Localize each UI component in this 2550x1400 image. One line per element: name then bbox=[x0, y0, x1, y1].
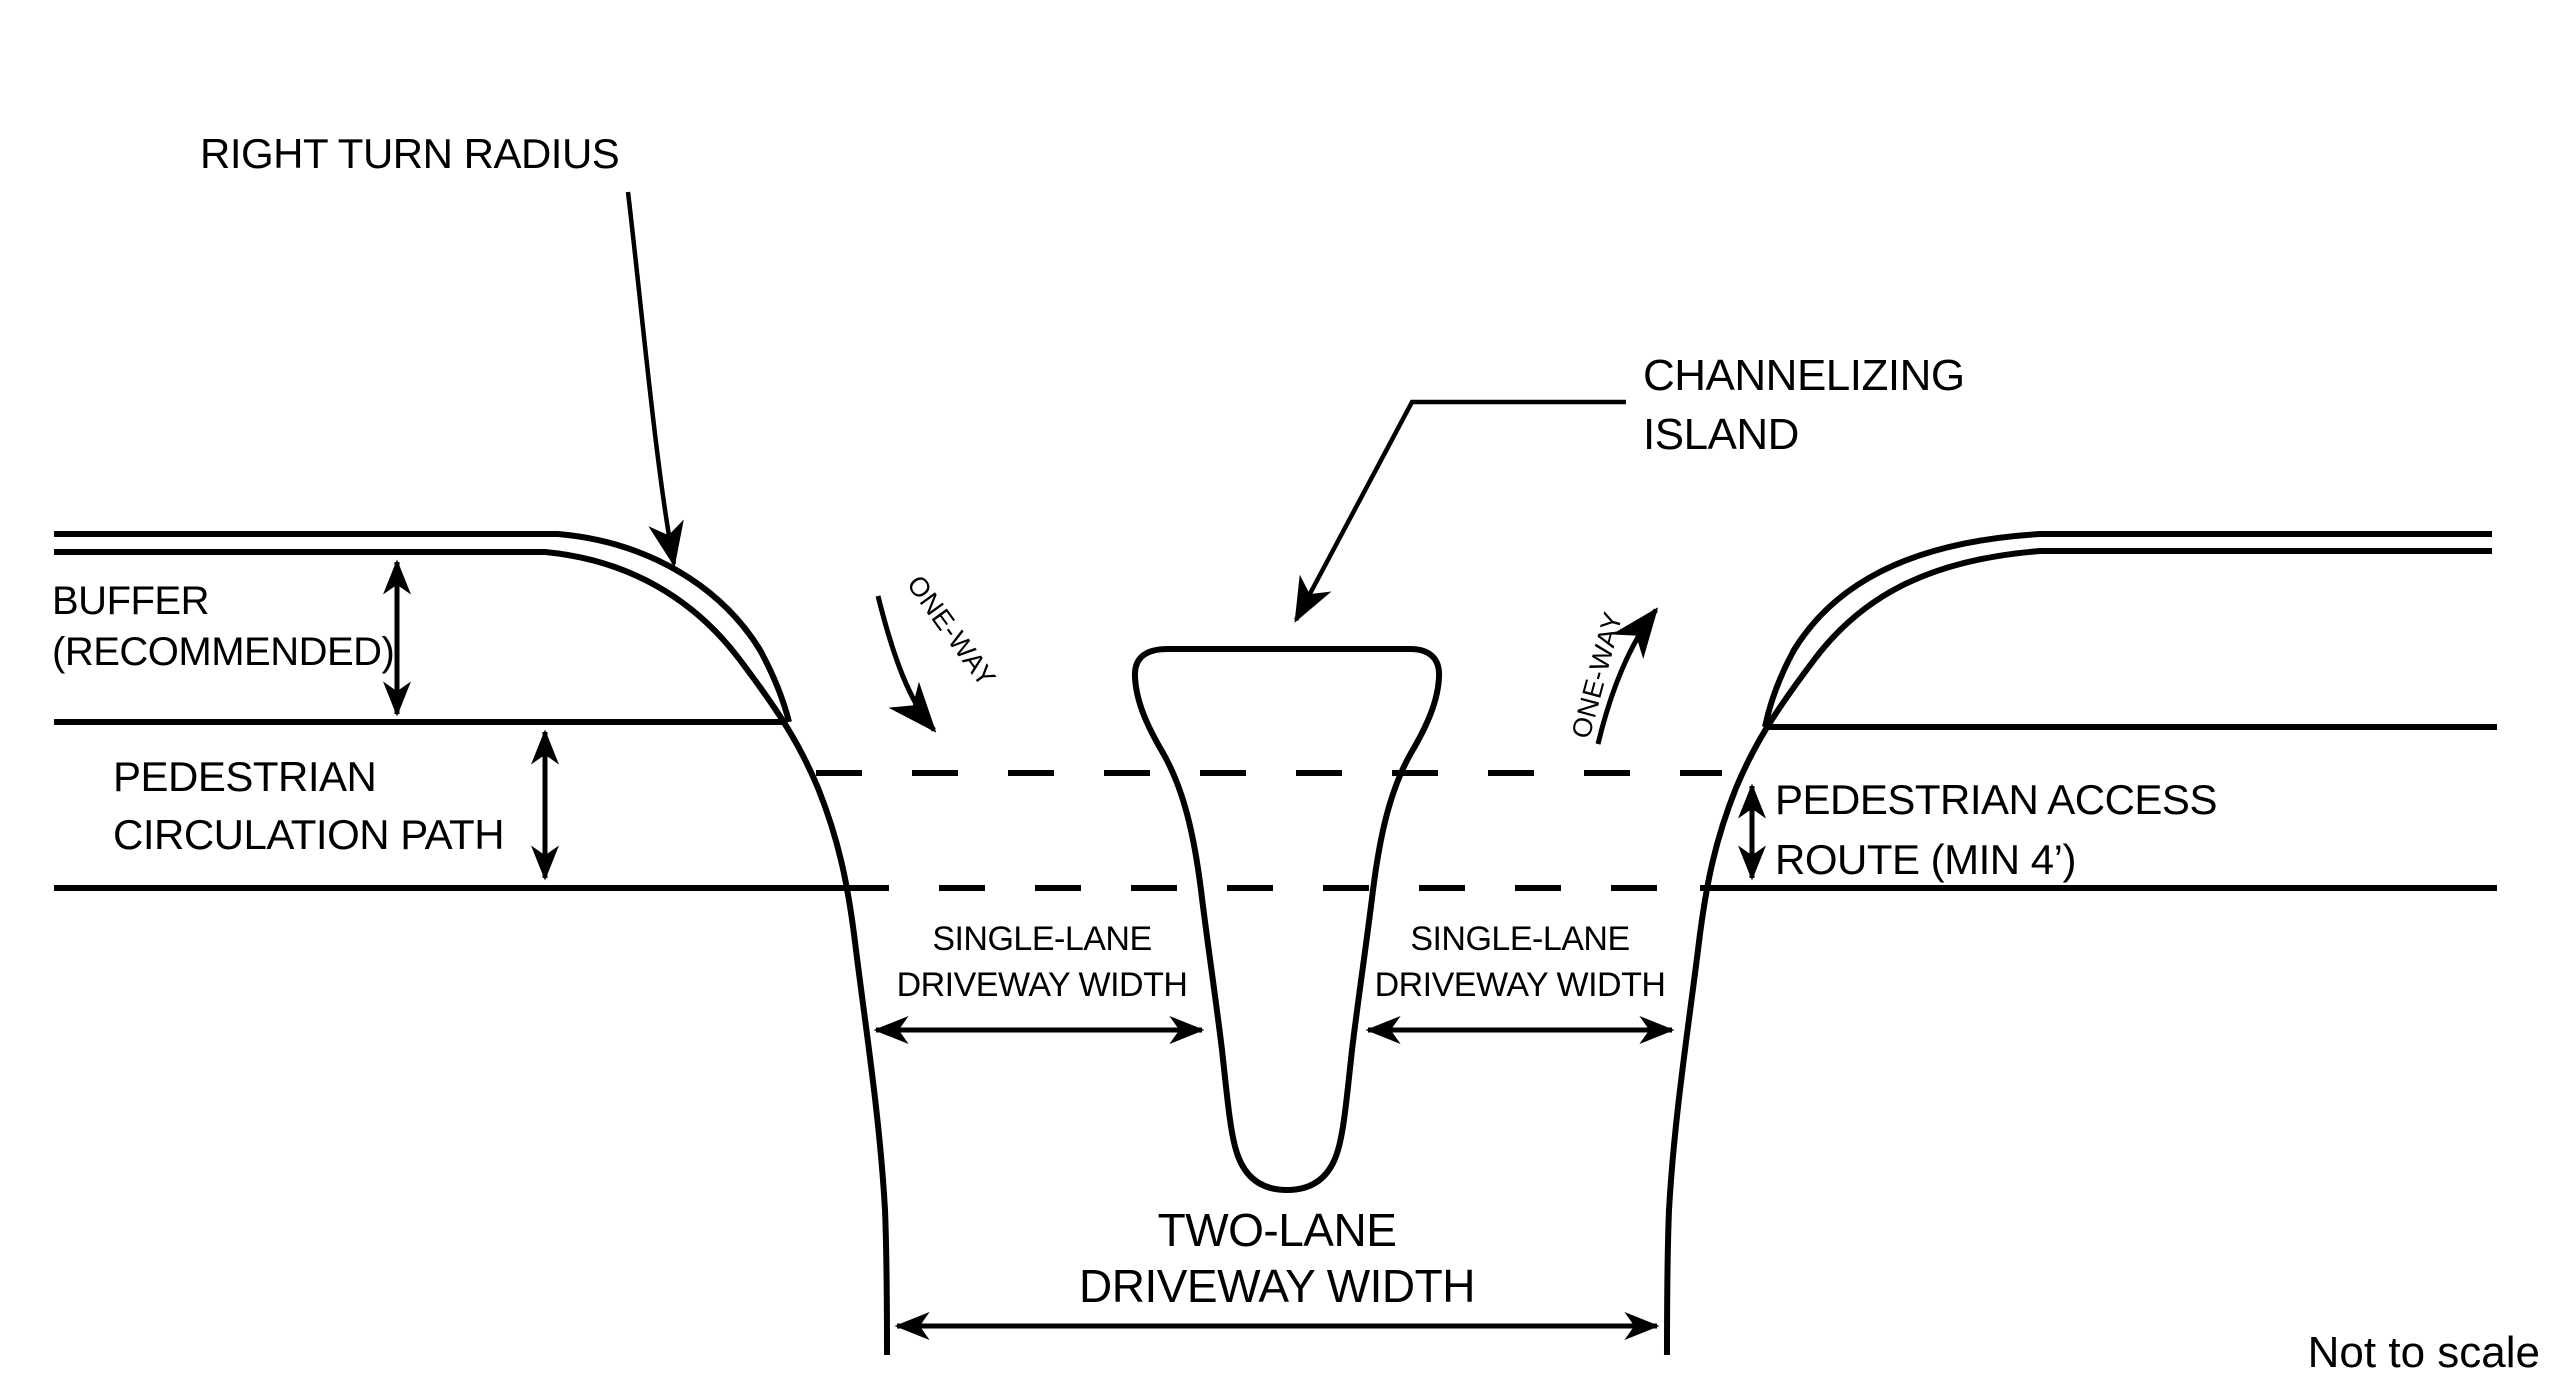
single-lane-right-label-line2: DRIVEWAY WIDTH bbox=[1374, 966, 1666, 1004]
channelizing-island-shape bbox=[1131, 646, 1443, 1194]
left-road-outer-edge bbox=[54, 531, 792, 723]
single-lane-left-label-line1: SINGLE-LANE bbox=[932, 920, 1152, 958]
not-to-scale-note: Not to scale bbox=[2307, 1328, 2540, 1377]
right-driveway-edge bbox=[1664, 548, 2492, 1356]
channelizing-island-label: CHANNELIZING ISLAND bbox=[1643, 346, 1965, 464]
one-way-right-arrow bbox=[1595, 607, 1659, 745]
single-lane-right-label-line1: SINGLE-LANE bbox=[1410, 920, 1630, 958]
one-way-left-label: ONE-WAY bbox=[901, 570, 1001, 692]
right-turn-radius-label: RIGHT TURN RADIUS bbox=[200, 130, 620, 177]
two-lane-label-line2: DRIVEWAY WIDTH bbox=[1079, 1260, 1475, 1312]
pedestrian-access-label-line1: PEDESTRIAN ACCESS bbox=[1775, 776, 2217, 823]
one-way-left-arrow bbox=[875, 595, 937, 733]
right-road-outer-edge bbox=[1762, 531, 2492, 728]
buffer-label-line2: (RECOMMENDED) bbox=[52, 630, 395, 674]
two-lane-label: TWO-LANE DRIVEWAY WIDTH bbox=[1067, 1202, 1487, 1314]
pedestrian-circulation-label: PEDESTRIAN CIRCULATION PATH bbox=[113, 748, 505, 864]
right-turn-radius-leader-arrow bbox=[625, 191, 684, 568]
pedestrian-circulation-label-line1: PEDESTRIAN bbox=[113, 753, 377, 800]
buffer-label: BUFFER (RECOMMENDED) bbox=[52, 576, 395, 678]
channelizing-island-label-line1: CHANNELIZING bbox=[1643, 351, 1965, 400]
single-lane-left-label: SINGLE-LANE DRIVEWAY WIDTH bbox=[872, 916, 1212, 1008]
single-lane-left-label-line2: DRIVEWAY WIDTH bbox=[896, 966, 1188, 1004]
left-driveway-edge bbox=[54, 549, 890, 1356]
pedestrian-access-label-line2: ROUTE (MIN 4’) bbox=[1775, 836, 2076, 883]
two-lane-label-line1: TWO-LANE bbox=[1157, 1204, 1397, 1256]
single-lane-right-label: SINGLE-LANE DRIVEWAY WIDTH bbox=[1350, 916, 1690, 1008]
buffer-label-line1: BUFFER bbox=[52, 579, 210, 623]
pedestrian-circulation-label-line2: CIRCULATION PATH bbox=[113, 811, 505, 858]
channelizing-island-label-line2: ISLAND bbox=[1643, 410, 1799, 459]
pedestrian-access-label: PEDESTRIAN ACCESS ROUTE (MIN 4’) bbox=[1775, 770, 2217, 890]
channelizing-island-leader-arrow bbox=[1294, 399, 1626, 623]
